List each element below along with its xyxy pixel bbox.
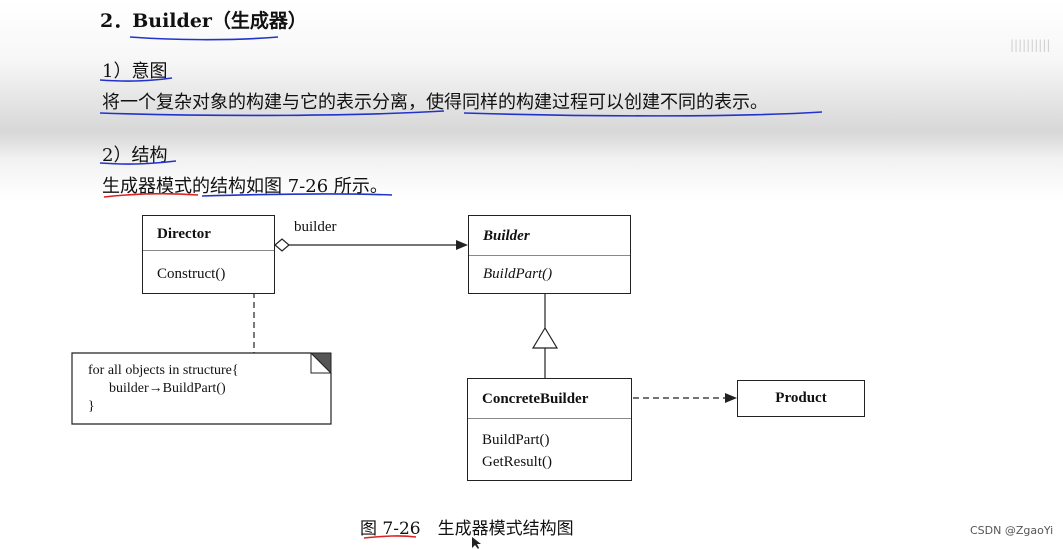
section1-title: 1）意图	[102, 61, 168, 82]
aggregation-arrowhead	[456, 240, 468, 250]
cursor-icon	[472, 537, 481, 549]
figure-caption: 图 7-26 生成器模式结构图	[360, 519, 574, 539]
note-line: for all objects in structure{	[88, 363, 239, 378]
watermark: CSDN @ZgaoYi	[970, 524, 1054, 537]
product-name: Product	[775, 390, 827, 406]
underline-s2-title	[99, 160, 177, 165]
note-box	[71, 352, 332, 425]
note-line: builder→BuildPart()	[88, 381, 226, 396]
builder-name: Builder	[469, 216, 630, 256]
faint-mark: ||||||||||	[1010, 38, 1051, 52]
concrete-builder-name: ConcreteBuilder	[468, 379, 631, 419]
dependency-arrowhead	[725, 393, 737, 403]
note-text: for all objects in structure{ builder→Bu…	[88, 362, 239, 416]
section1-body: 将一个复杂对象的构建与它的表示分离，使得同样的构建过程可以创建不同的表示。	[102, 92, 768, 113]
class-product: Product	[737, 380, 865, 417]
underline-s2-blue	[201, 193, 393, 197]
note-line: }	[88, 399, 95, 414]
class-director: Director Construct()	[142, 215, 275, 294]
class-builder: Builder BuildPart()	[468, 215, 631, 294]
underline-s1-body-a	[99, 110, 445, 117]
underline-s1-body-b	[463, 111, 823, 117]
underline-s2-red	[103, 192, 199, 198]
concrete-builder-operations: BuildPart() GetResult()	[468, 419, 631, 480]
section2-body: 生成器模式的结构如图 7-26 所示。	[102, 176, 388, 197]
director-name: Director	[143, 216, 274, 251]
aggregation-diamond	[274, 238, 290, 252]
class-concrete-builder: ConcreteBuilder BuildPart() GetResult()	[467, 378, 632, 481]
note-fold-corner	[309, 352, 332, 375]
section2-title: 2）结构	[102, 145, 168, 166]
underline-heading	[129, 36, 279, 41]
note-fold-line	[310, 353, 331, 374]
heading: 2．Builder（生成器）	[100, 10, 307, 32]
director-operation: Construct()	[157, 266, 226, 282]
underline-caption	[363, 535, 417, 539]
aggregation-label: builder	[294, 219, 337, 235]
concrete-builder-operation: BuildPart()	[482, 432, 550, 448]
underline-s1-title	[99, 77, 173, 82]
concrete-builder-operation: GetResult()	[482, 454, 552, 470]
generalization-triangle	[531, 326, 559, 349]
builder-operation: BuildPart()	[483, 266, 553, 282]
